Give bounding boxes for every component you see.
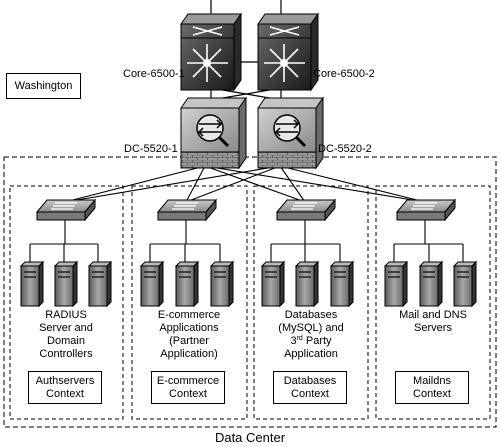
- server-icon: [87, 260, 113, 308]
- server-icon: [139, 260, 165, 308]
- server-icon: [329, 260, 355, 308]
- core-switch-2-icon: [257, 12, 319, 92]
- server-icon: [418, 260, 444, 308]
- description-line: (Partner: [169, 335, 209, 347]
- core-switch-1-label: Core-6500-1: [123, 68, 185, 80]
- context-line: Authservers: [35, 374, 95, 387]
- context-line: Context: [413, 387, 451, 400]
- context-line: Context: [291, 387, 329, 400]
- firewall-2-icon: [257, 96, 324, 170]
- server-icon: [174, 260, 200, 308]
- access-switch-authservers-icon: [35, 198, 97, 222]
- segment-description-maildns: Mail and DNS Servers: [378, 309, 488, 335]
- context-box-databases: Databases Context: [273, 371, 347, 404]
- access-switch-databases-icon: [275, 198, 337, 222]
- segment-box-databases: [253, 185, 369, 420]
- context-line: Context: [169, 387, 207, 400]
- firewall-1-label: DC-5520-1: [124, 143, 178, 155]
- server-icon: [260, 260, 286, 308]
- datacenter-boundary: [3, 156, 497, 428]
- firewall-2-label: DC-5520-2: [318, 143, 372, 155]
- description-line: (MySQL) and: [278, 322, 344, 334]
- firewall-1-icon: [180, 96, 247, 170]
- description-line: 3rd Party: [290, 335, 332, 347]
- segment-box-authservers: [9, 185, 124, 420]
- description-line: Databases: [284, 309, 338, 321]
- description-line: Servers: [414, 322, 452, 334]
- context-box-maildns: Maildns Context: [395, 371, 469, 404]
- description-line: Mail and DNS: [399, 309, 467, 321]
- access-switch-ecommerce-icon: [156, 198, 218, 222]
- context-line: Context: [46, 387, 84, 400]
- access-switch-maildns-icon: [395, 198, 457, 222]
- server-icon: [19, 260, 45, 308]
- core-switch-1-icon: [180, 12, 242, 92]
- server-icon: [452, 260, 478, 308]
- segment-description-authservers: RADIUS Server and Domain Controllers: [12, 309, 120, 361]
- description-line: RADIUS: [45, 309, 87, 321]
- segment-description-databases: Databases (MySQL) and 3rd Party Applicat…: [256, 309, 366, 361]
- site-label-box: Washington: [6, 73, 81, 99]
- context-line: E-commerce: [156, 374, 220, 387]
- core-switch-2-label: Core-6500-2: [313, 68, 375, 80]
- server-icon: [209, 260, 235, 308]
- datacenter-label: Data Center: [214, 430, 286, 445]
- description-line: Controllers: [39, 348, 93, 360]
- description-line: Application: [284, 348, 338, 360]
- description-line: E-commerce: [157, 309, 221, 321]
- segment-box-ecommerce: [131, 185, 248, 420]
- firewall-to-switch-links: [64, 165, 426, 203]
- segment-description-ecommerce: E-commerce Applications (Partner Applica…: [134, 309, 244, 361]
- site-label: Washington: [14, 79, 73, 92]
- context-line: Maildns: [413, 374, 451, 387]
- description-line: Application): [160, 348, 218, 360]
- description-line: Applications: [159, 322, 219, 334]
- context-box-ecommerce: E-commerce Context: [151, 371, 225, 404]
- description-line: Server and: [39, 322, 93, 334]
- context-box-authservers: Authservers Context: [28, 371, 102, 404]
- server-icon: [294, 260, 320, 308]
- context-line: Databases: [283, 374, 337, 387]
- description-line: Domain: [47, 335, 85, 347]
- segment-box-maildns: [375, 185, 491, 420]
- server-icon: [53, 260, 79, 308]
- server-icon: [383, 260, 409, 308]
